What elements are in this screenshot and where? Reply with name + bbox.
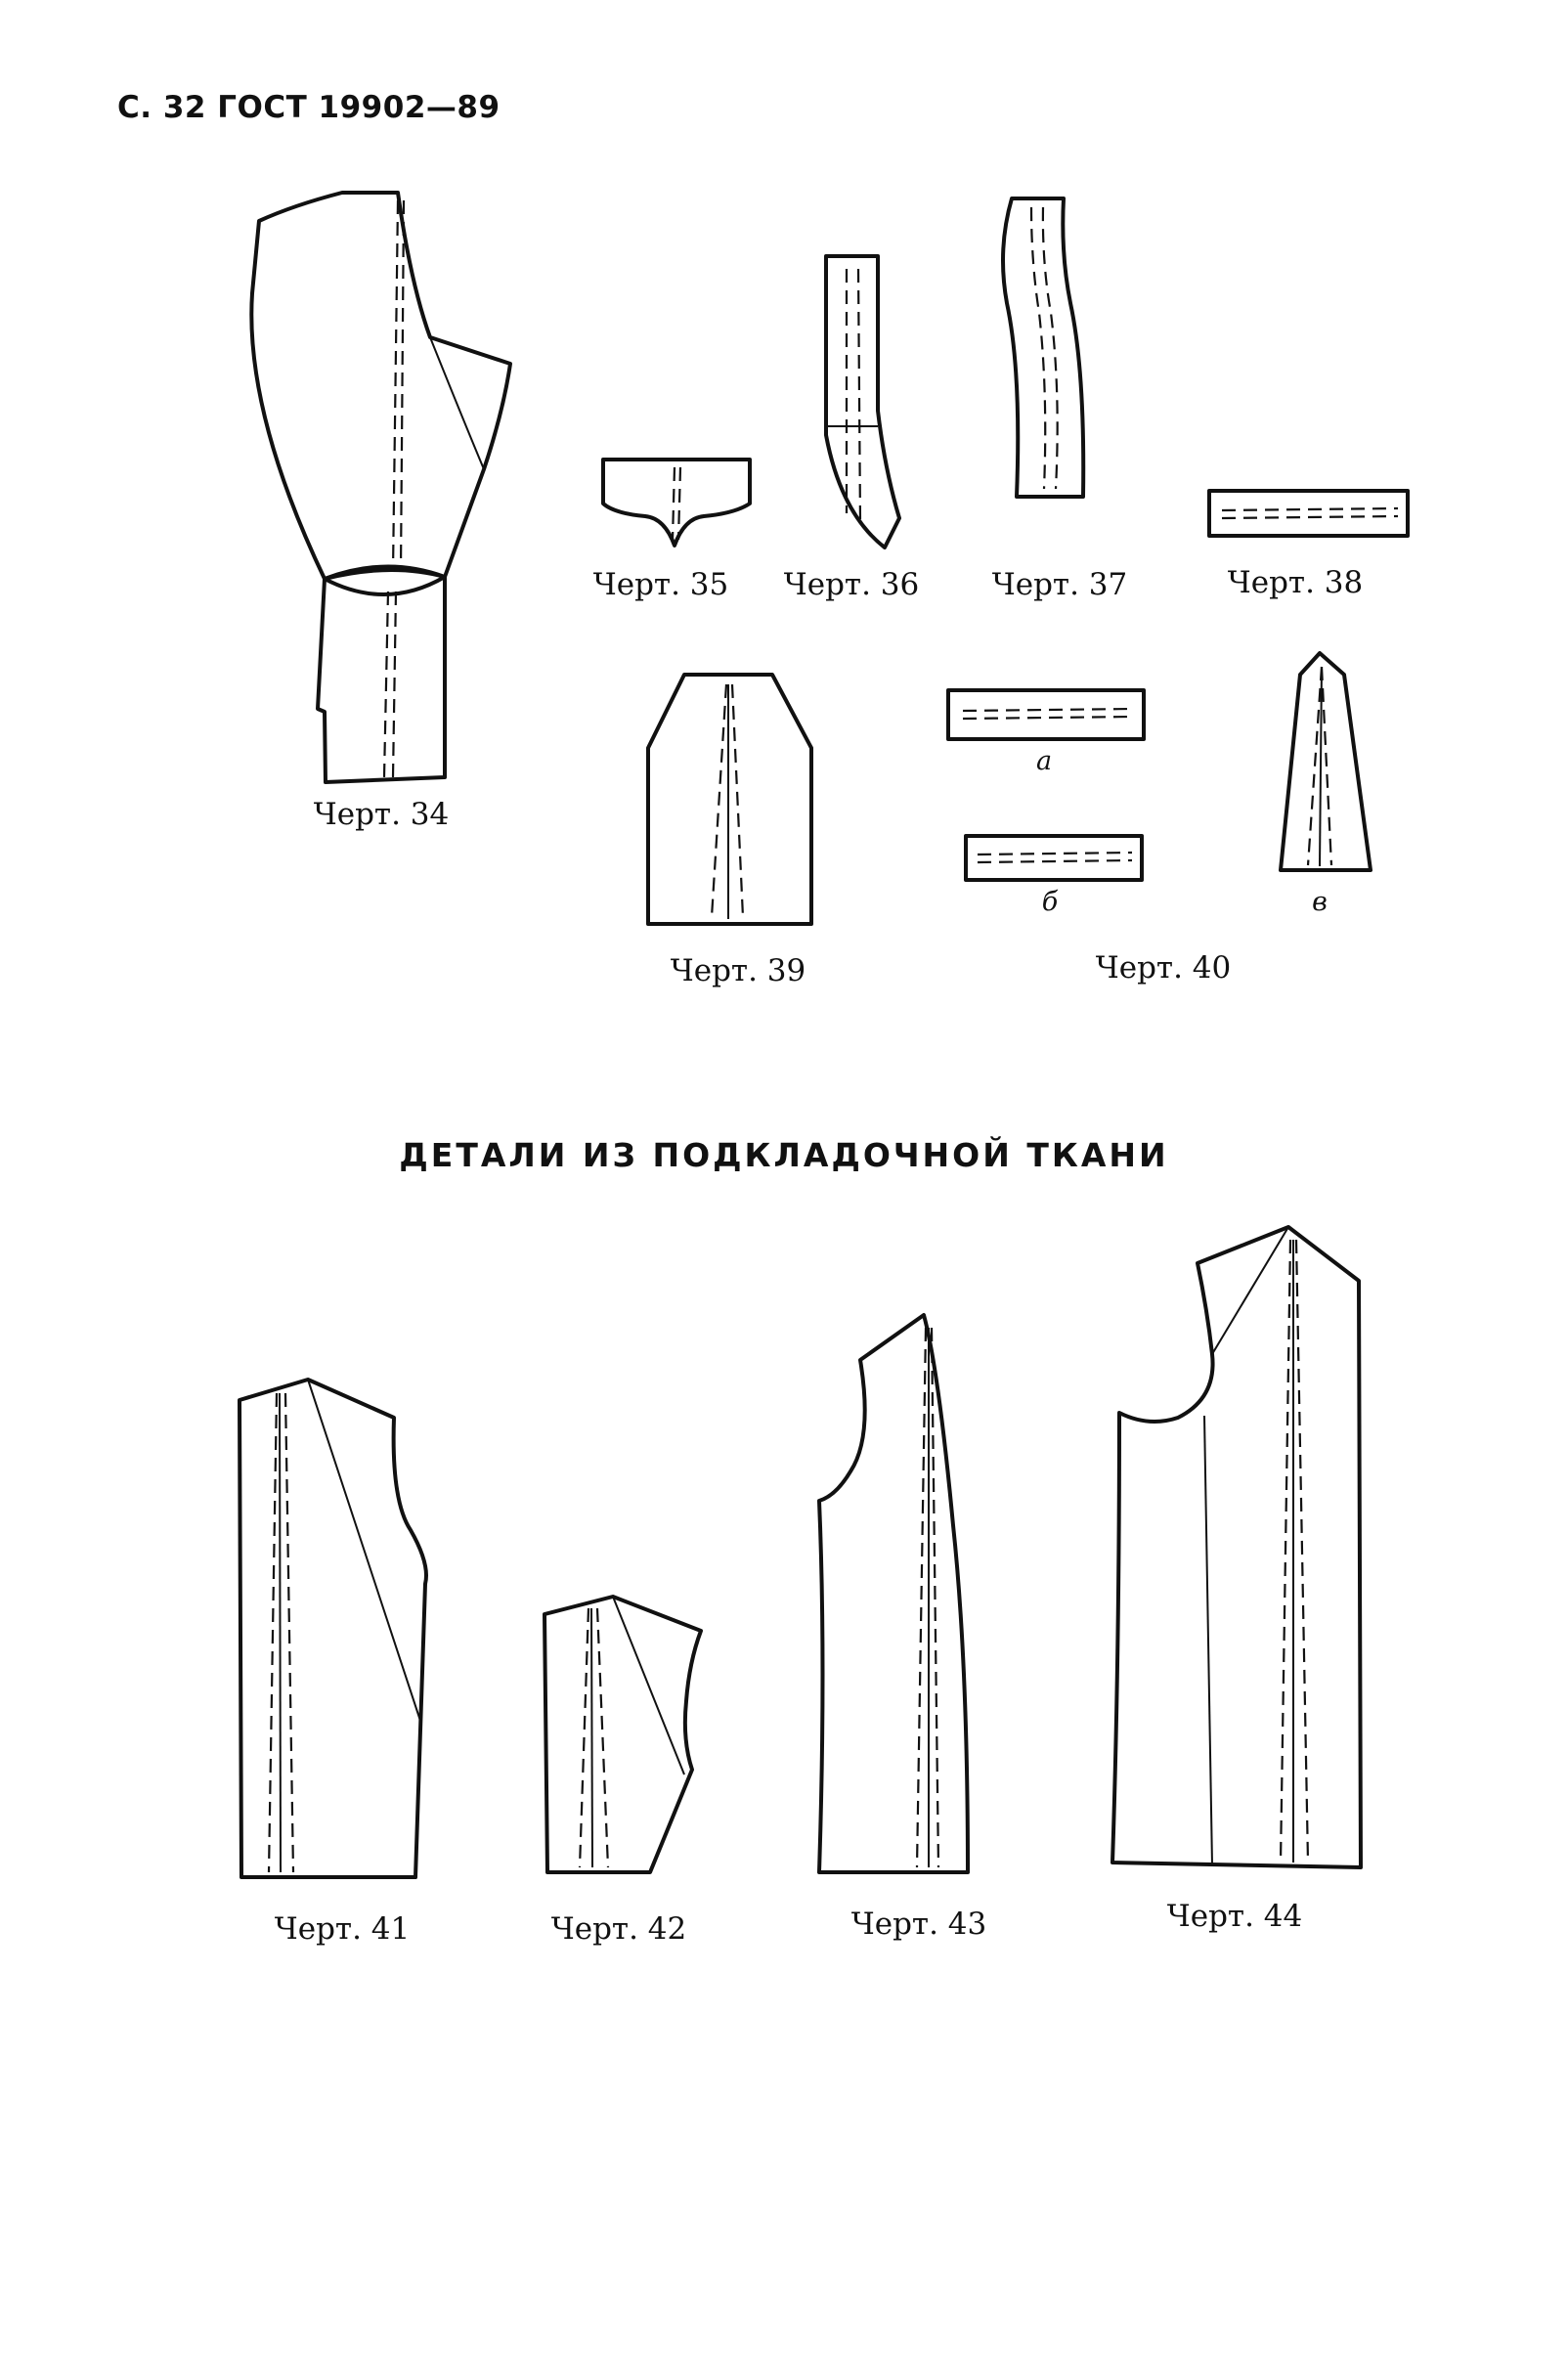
fig40-label-a: а bbox=[1035, 746, 1053, 776]
fig38-drawing bbox=[1207, 489, 1410, 538]
fig34-sleeve-drawing bbox=[249, 191, 512, 784]
caption-fig38: Черт. 38 bbox=[1227, 565, 1364, 600]
caption-fig42: Черт. 42 bbox=[550, 1911, 687, 1947]
fig36-drawing bbox=[824, 254, 901, 549]
fig37-drawing bbox=[1001, 197, 1086, 499]
fig44-drawing bbox=[1111, 1225, 1363, 1869]
caption-fig43: Черт. 43 bbox=[850, 1907, 987, 1942]
page-header: С. 32 ГОСТ 19902—89 bbox=[117, 90, 501, 125]
caption-fig41: Черт. 41 bbox=[274, 1911, 411, 1947]
caption-fig34: Черт. 34 bbox=[313, 797, 450, 832]
fig40-label-c: в bbox=[1312, 887, 1328, 917]
fig43-drawing bbox=[817, 1313, 970, 1874]
caption-fig40: Черт. 40 bbox=[1095, 950, 1232, 986]
fig35-drawing bbox=[601, 458, 752, 548]
caption-fig39: Черт. 39 bbox=[670, 953, 806, 988]
caption-fig35: Черт. 35 bbox=[592, 567, 729, 602]
fig40-drawing bbox=[946, 651, 1372, 882]
section-title: ДЕТАЛИ ИЗ ПОДКЛАДОЧНОЙ ТКАНИ bbox=[399, 1136, 1169, 1174]
fig40-label-b: б bbox=[1041, 887, 1059, 917]
fig39-drawing bbox=[646, 673, 813, 926]
caption-fig36: Черт. 36 bbox=[783, 567, 920, 602]
fig41-drawing bbox=[238, 1378, 428, 1879]
caption-fig44: Черт. 44 bbox=[1166, 1899, 1303, 1934]
fig42-drawing bbox=[543, 1595, 703, 1874]
caption-fig37: Черт. 37 bbox=[991, 567, 1128, 602]
